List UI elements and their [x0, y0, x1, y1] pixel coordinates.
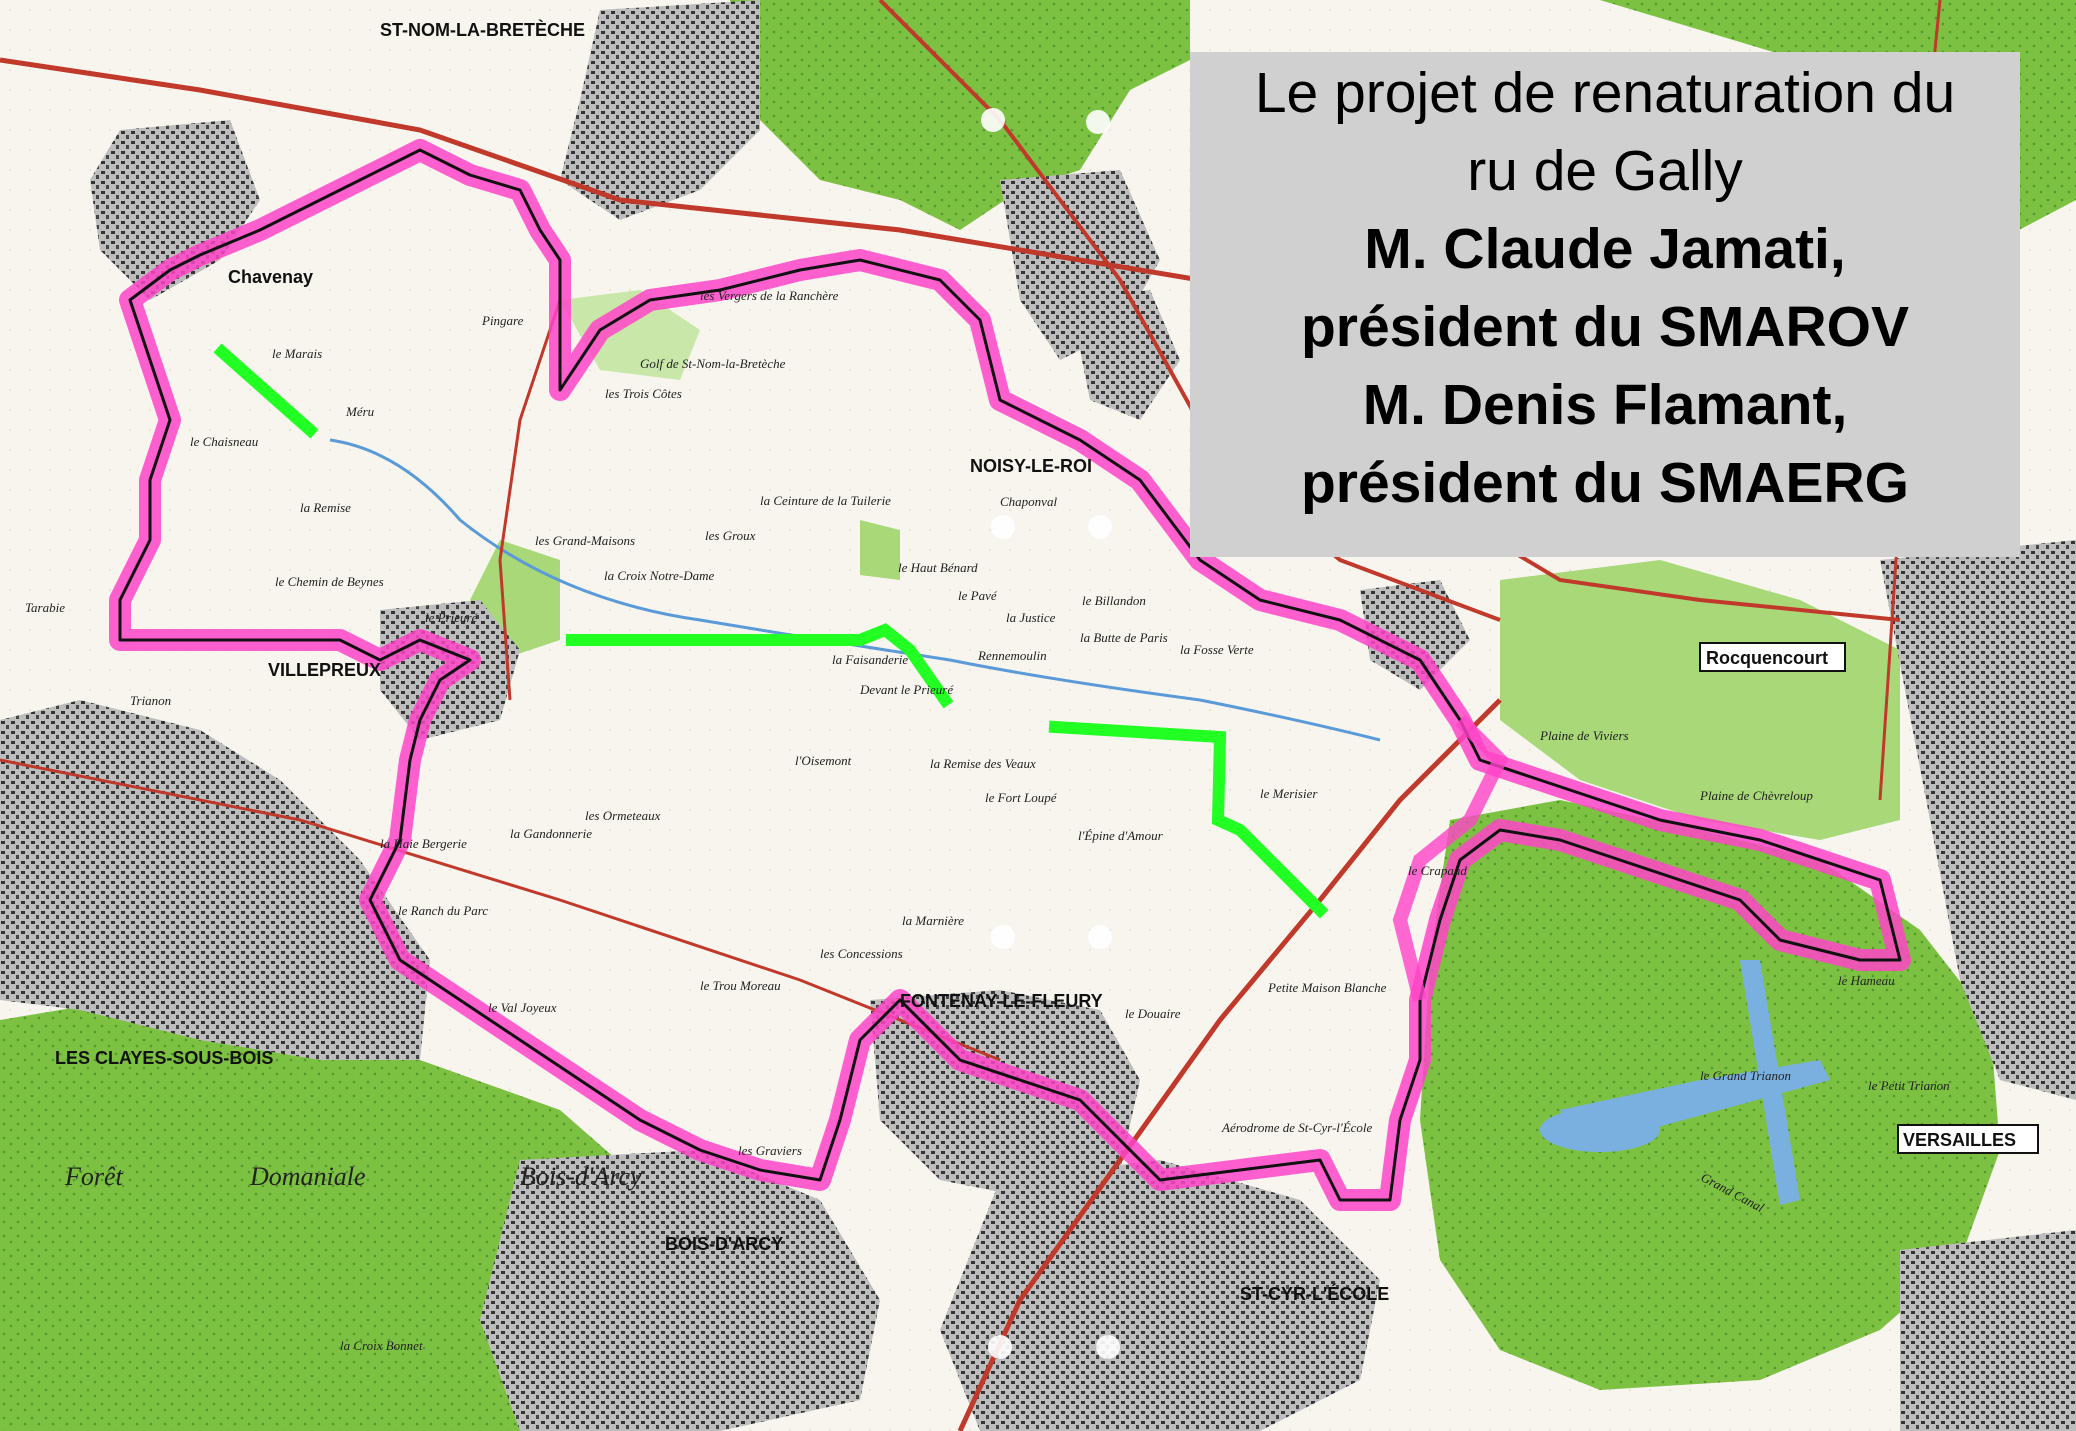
place-label: les Ormeteaux: [585, 808, 661, 823]
place-label: les Concessions: [820, 946, 903, 961]
town-label: BOIS-D'ARCY: [665, 1234, 783, 1254]
town-label: VILLEPREUX: [268, 660, 381, 680]
river-segment-2: [566, 623, 954, 709]
place-label: les Trois Côtes: [605, 386, 682, 401]
place-label: la Gandonnerie: [510, 826, 592, 841]
place-label: le Trou Moreau: [700, 978, 781, 993]
place-label: le Chaisneau: [190, 434, 259, 449]
place-label: la Marnière: [902, 913, 964, 928]
place-label: le Marais: [272, 346, 322, 361]
place-label: les Groux: [705, 528, 756, 543]
place-label: Chaponval: [1000, 494, 1057, 509]
place-label: le Crapaud: [1408, 863, 1467, 878]
place-label: Golf de St-Nom-la-Bretèche: [640, 356, 786, 371]
place-label: Domaniale: [249, 1162, 366, 1191]
place-labels: les Vergers de la Ranchère Golf de St-No…: [25, 288, 1950, 1353]
town-label: Rocquencourt: [1706, 648, 1828, 668]
place-label: le Merisier: [1260, 786, 1318, 801]
place-label: le Fort Loupé: [985, 790, 1058, 805]
place-label: la Faisanderie: [832, 652, 908, 667]
title-line-2: ru de Gally: [1467, 139, 1743, 203]
punch-holes: [981, 108, 1120, 1359]
place-label: les Vergers de la Ranchère: [700, 288, 839, 303]
place-label: le Prieuré: [425, 610, 479, 625]
river-renaturation-segments: [213, 343, 1329, 919]
place-label: la Haie Bergerie: [380, 836, 467, 851]
speaker-2-role: président du SMAERG: [1300, 451, 1910, 515]
place-label: le Haut Bénard: [898, 560, 978, 575]
place-label: le Val Joyeux: [488, 1000, 557, 1015]
place-label: le Grand Trianon: [1700, 1068, 1791, 1083]
place-label: Forêt: [64, 1162, 124, 1191]
place-label: l'Oisemont: [795, 753, 852, 768]
place-label: Bois-d'Arcy: [520, 1162, 642, 1191]
town-label: VERSAILLES: [1903, 1130, 2016, 1150]
place-label: la Justice: [1006, 610, 1056, 625]
place-label: Aérodrome de St-Cyr-l'École: [1221, 1120, 1373, 1135]
place-label: la Butte de Paris: [1080, 630, 1168, 645]
speaker-1-role: président du SMAROV: [1300, 295, 1910, 359]
place-label: le Billandon: [1082, 593, 1146, 608]
river-segment-3: [1048, 720, 1329, 919]
place-label: les Graviers: [738, 1143, 802, 1158]
place-label: Plaine de Chèvreloup: [1699, 788, 1813, 803]
secondary-boundary: [1392, 715, 1509, 1002]
town-label: ST-CYR-L'ÉCOLE: [1240, 1283, 1389, 1304]
town-label: Chavenay: [228, 267, 313, 287]
town-label: LES CLAYES-SOUS-BOIS: [55, 1048, 273, 1068]
place-label: le Petit Trianon: [1868, 1078, 1950, 1093]
river-segment-1: [213, 343, 319, 439]
place-label: Plaine de Viviers: [1539, 728, 1629, 743]
place-label: le Chemin de Beynes: [275, 574, 384, 589]
town-label: NOISY-LE-ROI: [970, 456, 1092, 476]
title-panel: Le projet de renaturation du ru de Gally…: [1190, 52, 2020, 557]
place-label: la Remise des Veaux: [930, 756, 1036, 771]
speaker-1-name: M. Claude Jamati,: [1364, 217, 1846, 281]
place-label: Devant le Prieuré: [859, 682, 954, 697]
place-label: Méru: [345, 404, 375, 419]
place-label: Petite Maison Blanche: [1267, 980, 1387, 995]
place-label: la Remise: [300, 500, 351, 515]
place-label: la Ceinture de la Tuilerie: [760, 493, 891, 508]
speaker-2-name: M. Denis Flamant,: [1362, 373, 1848, 437]
place-label: le Ranch du Parc: [398, 903, 488, 918]
place-label: Trianon: [130, 693, 171, 708]
place-label: la Croix Notre-Dame: [604, 568, 714, 583]
place-label: le Douaire: [1125, 1006, 1181, 1021]
place-label: le Pavé: [958, 588, 998, 603]
place-label: le Hameau: [1838, 973, 1895, 988]
title-line-1: Le projet de renaturation du: [1254, 61, 1956, 125]
place-label: la Fosse Verte: [1180, 642, 1254, 657]
place-label: l'Épine d'Amour: [1078, 828, 1164, 843]
place-label: Rennemoulin: [977, 648, 1047, 663]
town-labels: ST-NOM-LA-BRETÈCHE Chavenay VILLEPREUX N…: [55, 19, 2039, 1304]
place-label: la Croix Bonnet: [340, 1338, 423, 1353]
town-label: FONTENAY-LE-FLEURY: [900, 991, 1103, 1011]
place-label: les Grand-Maisons: [535, 533, 635, 548]
place-label: Tarabie: [25, 600, 65, 615]
town-label: ST-NOM-LA-BRETÈCHE: [380, 19, 585, 40]
commune-boundary: [118, 148, 1902, 1202]
place-label: Pingare: [481, 313, 524, 328]
